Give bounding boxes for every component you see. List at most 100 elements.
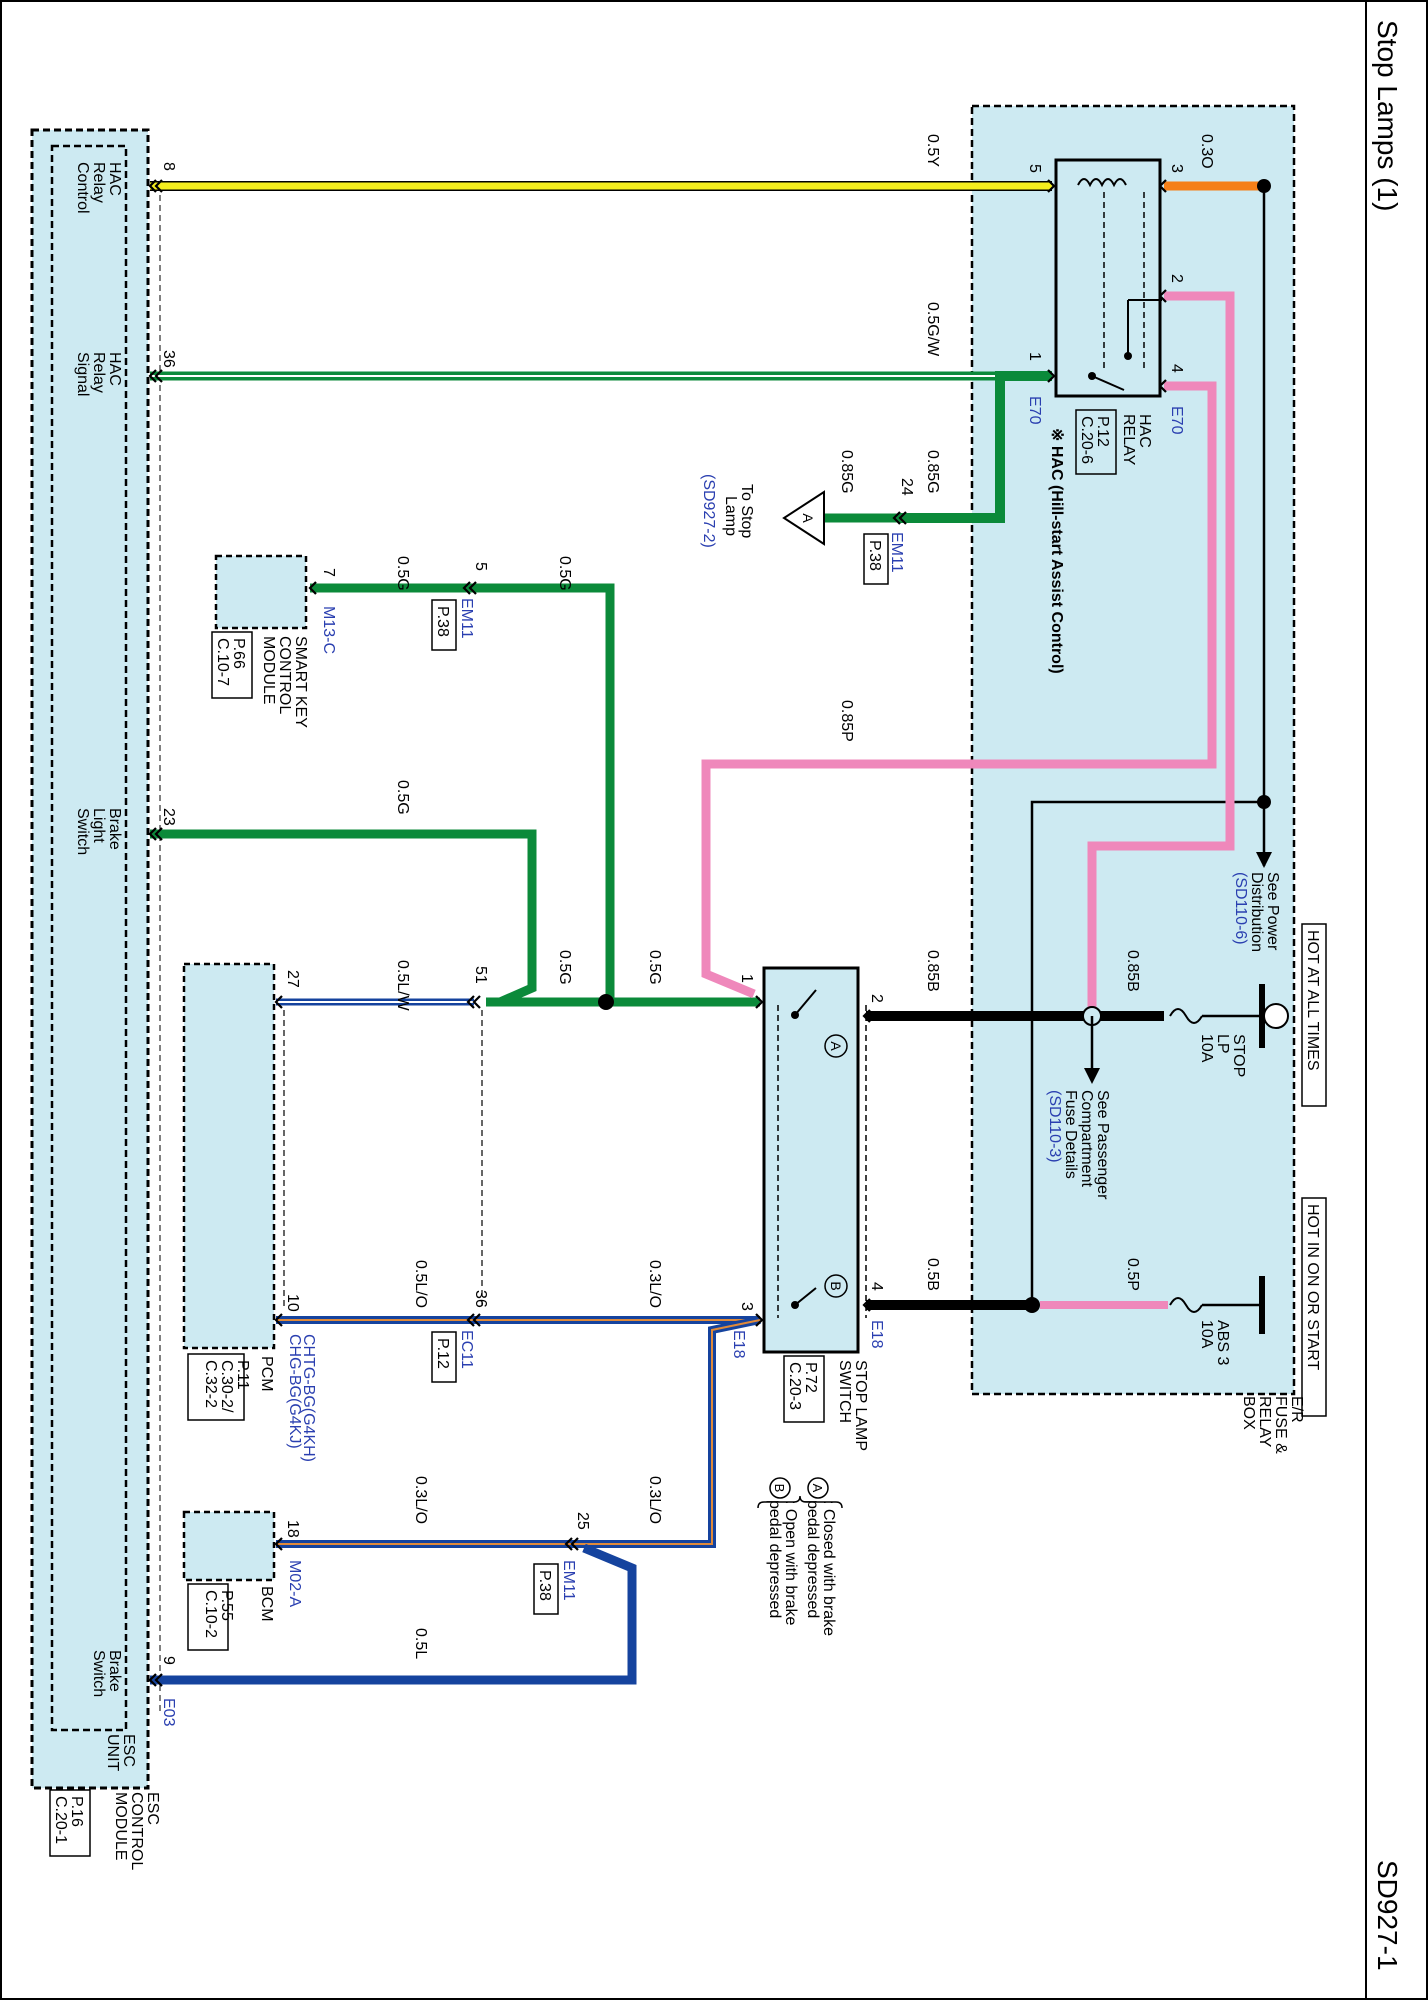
pcm-ref[interactable]: C.32-2 <box>202 1360 219 1408</box>
bcm-ref-box <box>187 1583 229 1651</box>
page-ref[interactable]: P.38 <box>866 540 883 571</box>
pcm-ref[interactable]: C.30-2/ <box>218 1360 235 1413</box>
junction-dot-5 <box>1024 1297 1040 1313</box>
pin-number: 5 <box>472 562 489 571</box>
abs-fuse-label: 10A <box>1198 1320 1215 1349</box>
esc-pin-label: Switch <box>90 1650 107 1697</box>
wire-label: 0.5L <box>412 1628 429 1659</box>
stop-lamp-switch <box>762 966 860 1354</box>
pin-number: 24 <box>898 478 915 496</box>
pcm-ref[interactable]: P.11 <box>234 1360 251 1390</box>
stop-lamp-switch-ref[interactable]: P.72 <box>802 1362 819 1393</box>
pin-number: 1 <box>738 974 755 983</box>
relay-coil-icon <box>1077 178 1127 188</box>
pin-number: 4 <box>868 1282 885 1291</box>
connector-label: E70 <box>1026 396 1043 425</box>
reference-link[interactable]: (SD927-2) <box>700 474 717 548</box>
connector-label: EM11 <box>458 598 475 639</box>
reference-link[interactable]: (SD110-6) <box>1232 872 1249 945</box>
pin-number: 25 <box>574 1512 591 1530</box>
connector-label: E18 <box>868 1320 885 1349</box>
wire-label: 0.85B <box>924 950 941 992</box>
junction-dot-3 <box>598 994 614 1010</box>
stop-fuse-icon <box>1169 1008 1203 1024</box>
wire-label: 0.85G <box>838 450 855 494</box>
esc-pin-label: Brake <box>106 808 123 850</box>
wire-label: 0.5G <box>394 556 411 591</box>
pin-number: 7 <box>320 568 337 577</box>
smart-key-ref[interactable]: P.66 <box>230 638 247 669</box>
esc-pin-label: Light <box>90 808 107 843</box>
switch-a-marker <box>824 1034 848 1058</box>
arrow-down-icon-2 <box>1084 1068 1100 1084</box>
wire-0-5g-esc23 <box>150 829 537 1007</box>
note-b-letter: B <box>772 1484 787 1493</box>
reference-link[interactable]: (SD110-3) <box>1046 1090 1063 1163</box>
fuse-box-label: FUSE & <box>1272 1396 1289 1454</box>
page-ref[interactable]: P.38 <box>434 606 451 637</box>
switch-b-marker <box>824 1274 848 1298</box>
hac-relay-name: HAC <box>1136 414 1153 448</box>
esc-unit <box>50 144 128 1732</box>
pin-number: 27 <box>284 970 301 988</box>
page-title: Stop Lamps (1) <box>1372 20 1403 211</box>
stop-lamp-switch-ref-box <box>783 1355 825 1423</box>
switch-b-letter: B <box>828 1281 844 1290</box>
page-ref[interactable]: P.12 <box>434 1338 451 1369</box>
note-a-marker <box>807 1477 829 1499</box>
esc-ref[interactable]: P.16 <box>68 1796 85 1827</box>
hac-relay-ref-box <box>1075 409 1117 475</box>
pin-number: 1 <box>1026 352 1043 361</box>
pin-number: 18 <box>284 1520 301 1538</box>
smart-key-name: MODULE <box>260 636 277 704</box>
hac-note: ※ HAC (Hill-start Assist Control) <box>1048 428 1065 674</box>
page-ref-box <box>863 533 889 585</box>
page-ref-box <box>533 1563 559 1615</box>
wire-label: 0.5G <box>556 556 573 591</box>
wire-label: 0.5P <box>1124 1258 1141 1291</box>
esc-pin-label: HAC <box>106 352 123 386</box>
bcm-ref[interactable]: C.10-2 <box>202 1590 219 1638</box>
bcm-ref[interactable]: P.55 <box>218 1590 235 1621</box>
smart-key-ref[interactable]: C.10-7 <box>214 638 231 686</box>
bcm-name: BCM <box>258 1586 275 1622</box>
esc-ref[interactable]: C.20-1 <box>52 1796 69 1844</box>
pin-number: 5 <box>1026 164 1043 173</box>
pin-number: 2 <box>1168 274 1185 283</box>
stop-lamp-switch-name: SWITCH <box>836 1360 853 1423</box>
see-passenger: Compartment <box>1078 1090 1095 1187</box>
switch-note: : Closed with brake <box>820 1500 837 1636</box>
switch-note: : Open with brake <box>782 1500 799 1626</box>
stop-lamp-switch-ref[interactable]: C.20-3 <box>786 1362 803 1410</box>
connector-chevrons <box>148 179 1167 1687</box>
wire-0-5g-smartkey <box>310 583 615 1002</box>
connector-label: EM11 <box>888 532 905 573</box>
smart-key-name: SMART KEY <box>292 636 309 728</box>
page-ref-box <box>431 1331 457 1383</box>
esc-module-name: MODULE <box>112 1792 129 1860</box>
note-b-marker <box>769 1477 791 1499</box>
esc-pin-label: Signal <box>74 352 91 396</box>
hac-relay-ref[interactable]: P.12 <box>1094 416 1111 447</box>
wire-label: 0.85B <box>1124 950 1141 992</box>
pcm-module <box>182 962 276 1350</box>
wire-label: 0.3L/O <box>646 1476 663 1524</box>
fuse-box-label: E/R <box>1288 1396 1305 1423</box>
stop-lamp-switch-name: STOP LAMP <box>852 1360 869 1451</box>
hac-relay-ref[interactable]: C.20-6 <box>1078 416 1095 464</box>
page-ref[interactable]: P.38 <box>536 1570 553 1601</box>
switch-note: pedal depressed <box>804 1500 821 1618</box>
wire-label: 0.5L/O <box>412 1260 429 1308</box>
page-code: SD927-1 <box>1372 1860 1403 1971</box>
to-stop-lamp-symbol <box>782 490 825 546</box>
see-passenger: Fuse Details <box>1062 1090 1079 1179</box>
fuse-box-label: RELAY <box>1256 1396 1273 1448</box>
wire-0-85g <box>900 371 1052 523</box>
esc-ref-box <box>49 1789 91 1857</box>
switch-a-letter: A <box>828 1041 844 1051</box>
esc-pin-label: Relay <box>90 162 107 203</box>
switch-b-arm-icon <box>794 1287 817 1306</box>
wire-label: 0.5G <box>646 950 663 985</box>
connector-label: E18 <box>730 1330 747 1359</box>
